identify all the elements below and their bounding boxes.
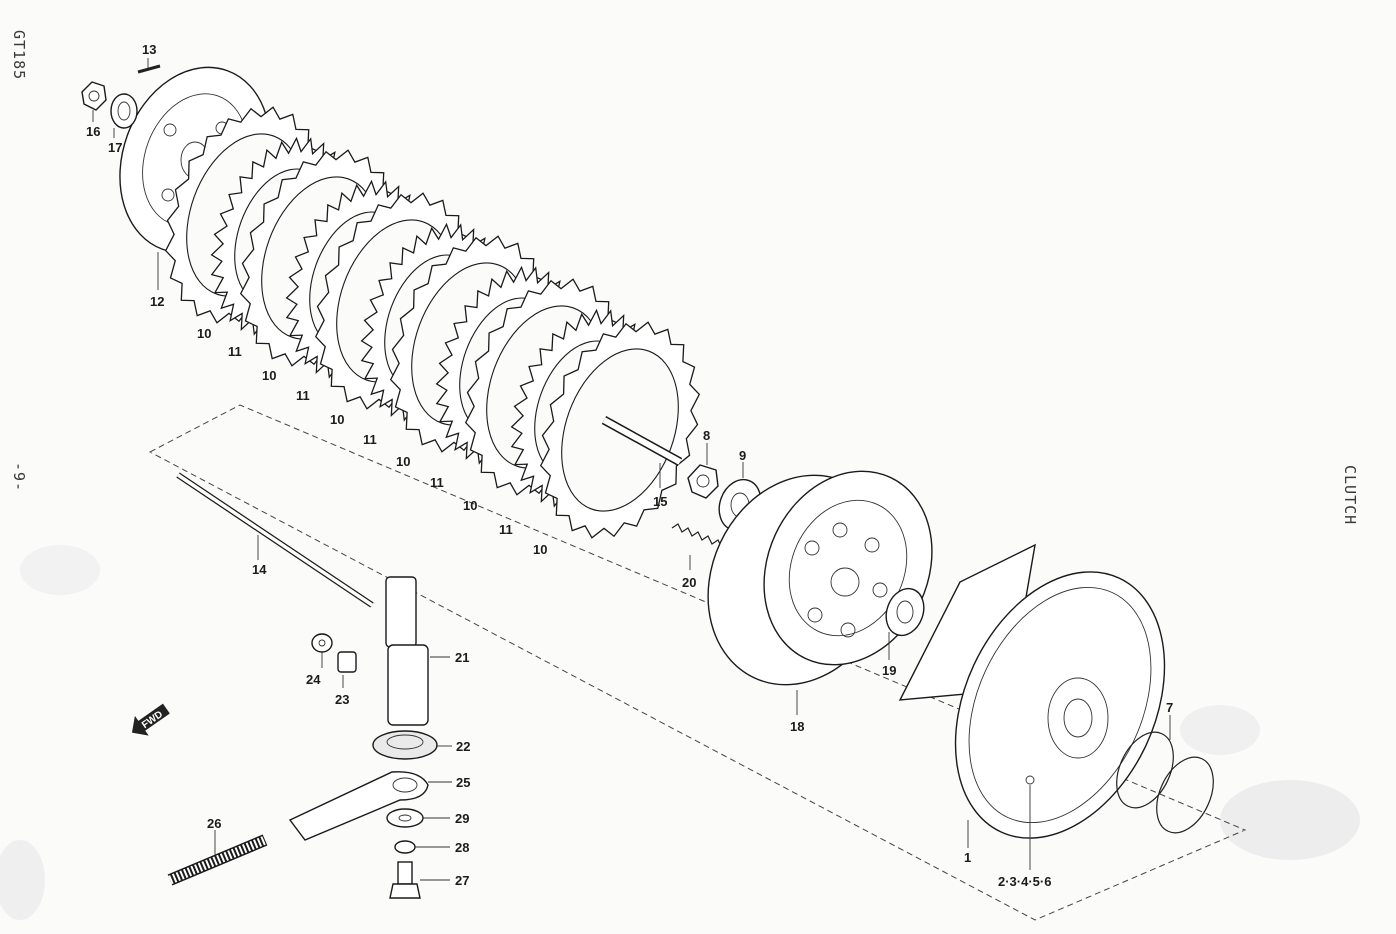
callout-14: 14	[252, 562, 267, 577]
clutch-housing-1	[898, 543, 1166, 839]
bolt-23	[337, 651, 357, 673]
assembly-axis	[148, 404, 1247, 921]
section-title: CLUTCH	[1341, 465, 1359, 525]
callout-8: 8	[703, 428, 710, 443]
callout-16: 16	[86, 124, 100, 139]
callout-10c: 10	[330, 412, 344, 427]
callout-22: 22	[456, 739, 470, 754]
callout-7: 7	[1166, 700, 1173, 715]
oil-seal-22	[372, 730, 438, 760]
callout-9: 9	[739, 448, 746, 463]
callout-labels: 13 16 17 12 10 11 10 11 10 11 10 11 10 1…	[86, 42, 1173, 889]
push-rod-15	[601, 416, 683, 466]
callout-1: 1	[964, 850, 971, 865]
callout-11d: 11	[430, 475, 444, 490]
callout-10f: 10	[533, 542, 547, 557]
callout-13: 13	[142, 42, 156, 57]
callout-10b: 10	[262, 368, 276, 383]
callout-10d: 10	[396, 454, 410, 469]
thrust-washer-19	[885, 587, 925, 637]
nut-8	[687, 464, 719, 499]
callout-18: 18	[790, 719, 804, 734]
callout-29: 29	[455, 811, 469, 826]
nut-16	[81, 81, 107, 111]
release-shaft-21	[385, 576, 429, 726]
callout-11e: 11	[499, 522, 513, 537]
page-number: -9-	[10, 462, 28, 492]
pin-13	[137, 64, 161, 74]
model-code: GT185	[10, 30, 28, 80]
forward-arrow-icon: FWD	[131, 703, 170, 736]
callout-15: 15	[653, 494, 667, 509]
o-rings-7	[1116, 731, 1214, 834]
callout-12: 12	[150, 294, 164, 309]
callout-25: 25	[456, 775, 470, 790]
callout-2-3-4-5-6: 2·3·4·5·6	[998, 874, 1051, 889]
release-lever-25	[288, 771, 429, 841]
spring-20	[671, 523, 723, 549]
callout-10e: 10	[463, 498, 477, 513]
callout-20: 20	[682, 575, 696, 590]
clutch-plate-stack	[164, 106, 701, 539]
washer-29	[386, 808, 424, 828]
callout-27: 27	[455, 873, 469, 888]
adjusting-screw-26	[167, 834, 268, 886]
bolt-27	[389, 861, 421, 899]
leader-lines	[92, 58, 1171, 881]
callout-11a: 11	[228, 344, 242, 359]
callout-10a: 10	[197, 326, 211, 341]
callout-19: 19	[882, 663, 896, 678]
callout-28: 28	[455, 840, 469, 855]
callout-11c: 11	[363, 432, 377, 447]
lock-washer-28	[394, 840, 416, 854]
callout-26: 26	[207, 816, 221, 831]
callout-23: 23	[335, 692, 349, 707]
callout-24: 24	[306, 672, 321, 687]
callout-17: 17	[108, 140, 122, 155]
callout-21: 21	[455, 650, 469, 665]
bearing-17	[110, 93, 138, 129]
washer-24	[311, 633, 333, 653]
callout-11b: 11	[296, 388, 310, 403]
